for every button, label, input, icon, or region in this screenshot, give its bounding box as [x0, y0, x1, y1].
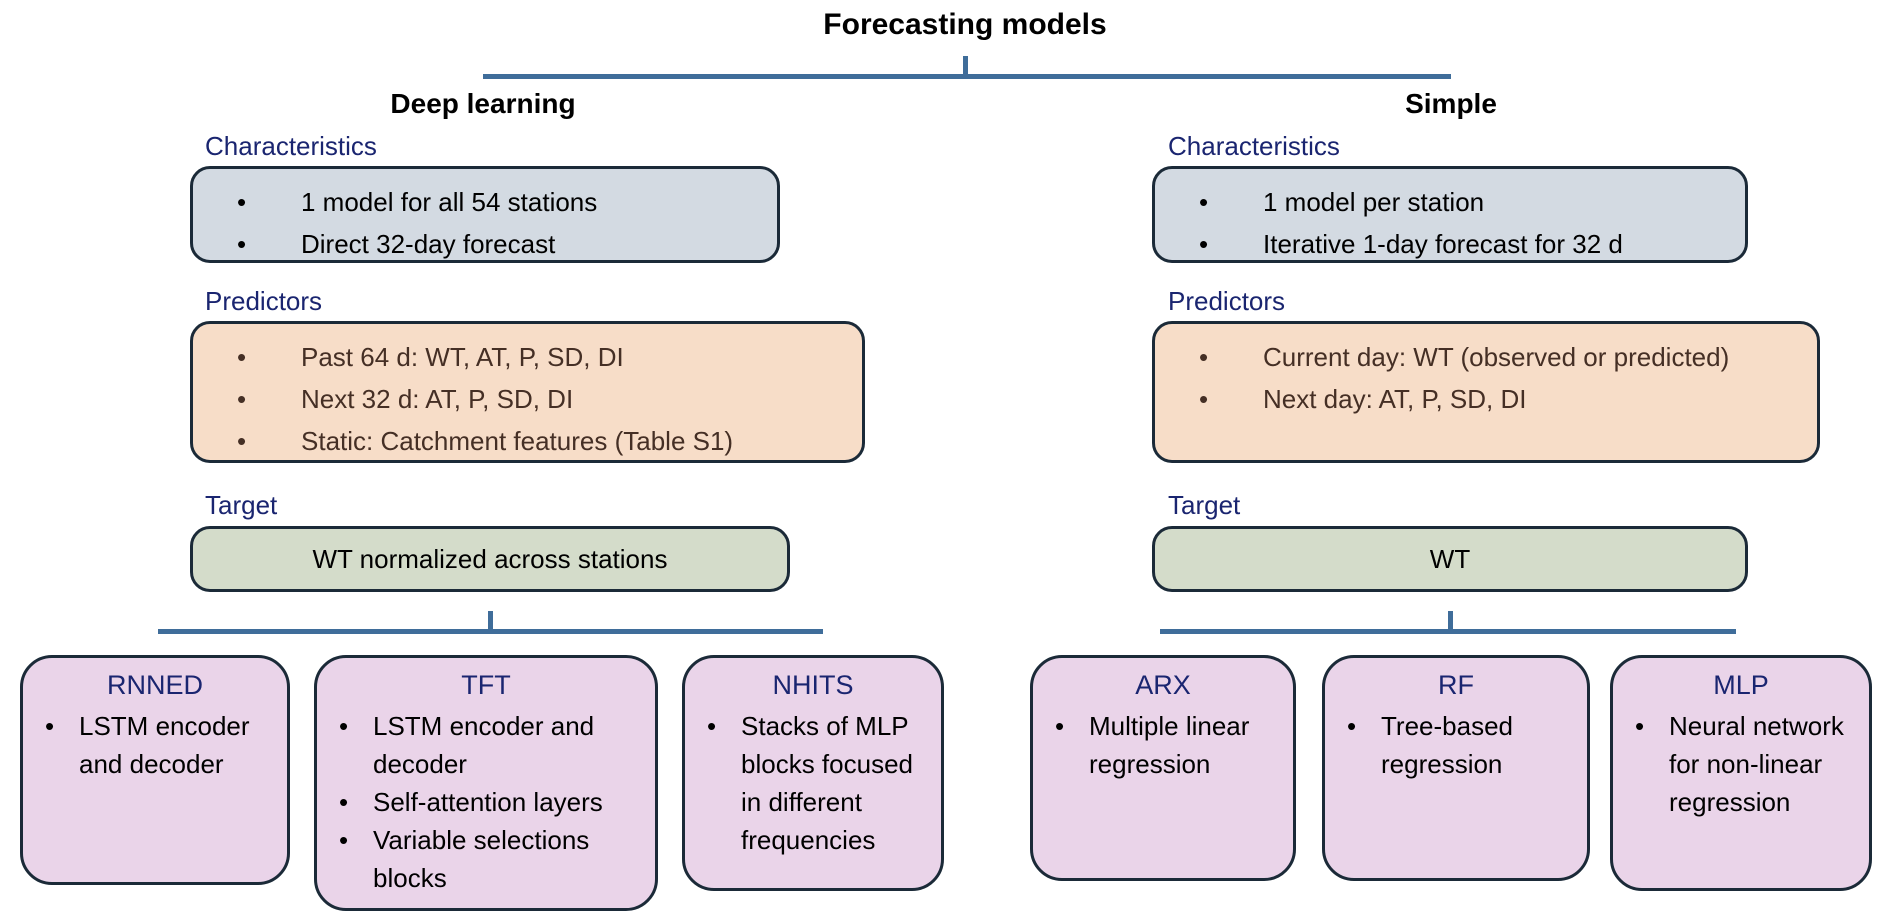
deep-target-value: WT normalized across stations [312, 543, 668, 574]
model-bullet-list: Multiple linear regression [1033, 701, 1293, 789]
simple-characteristics-label: Characteristics [1168, 131, 1340, 161]
bullet-item: Next day: AT, P, SD, DI [1155, 378, 1799, 420]
simple-characteristics-list: 1 model per station Iterative 1-day fore… [1155, 169, 1745, 275]
model-box-nhits: NHITS Stacks of MLP blocks focused in di… [682, 655, 944, 891]
bullet-item: Stacks of MLP blocks focused in differen… [685, 707, 927, 859]
bullet-item: Past 64 d: WT, AT, P, SD, DI [193, 336, 844, 378]
simple-predictors-box: Current day: WT (observed or predicted) … [1152, 321, 1820, 463]
bullet-item: Iterative 1-day forecast for 32 d [1155, 223, 1727, 265]
simple-target-label: Target [1168, 490, 1241, 520]
bullet-item: Direct 32-day forecast [193, 223, 759, 265]
model-box-tft: TFT LSTM encoder and decoder Self-attent… [314, 655, 658, 911]
bullet-item: Tree-based regression [1325, 707, 1573, 783]
model-box-rf: RF Tree-based regression [1322, 655, 1590, 881]
model-title: ARX [1135, 670, 1191, 700]
bullet-item: 1 model per station [1155, 181, 1727, 223]
connector-tick-simple [1448, 611, 1453, 631]
model-bullet-list: Tree-based regression [1325, 701, 1587, 789]
simple-target-value: WT [1429, 543, 1471, 574]
branch-header-deep-learning: Deep learning [390, 88, 576, 119]
bullet-item: Neural network for non-linear regression [1613, 707, 1855, 821]
simple-predictors-label: Predictors [1168, 286, 1286, 316]
deep-predictors-list: Past 64 d: WT, AT, P, SD, DI Next 32 d: … [193, 324, 862, 472]
model-title: RF [1438, 670, 1474, 700]
deep-target-box: WT normalized across stations [190, 526, 790, 592]
deep-target-label: Target [205, 490, 278, 520]
connector-line-simple [1160, 629, 1736, 634]
model-box-arx: ARX Multiple linear regression [1030, 655, 1296, 881]
model-box-mlp: MLP Neural network for non-linear regres… [1610, 655, 1872, 891]
deep-predictors-label: Predictors [205, 286, 323, 316]
model-title: TFT [461, 670, 511, 700]
connector-tick-root [963, 56, 968, 76]
bullet-item: Current day: WT (observed or predicted) [1155, 336, 1799, 378]
connector-tick-deep [488, 611, 493, 631]
model-title: MLP [1713, 670, 1769, 700]
bullet-item: Static: Catchment features (Table S1) [193, 420, 844, 462]
model-bullet-list: LSTM encoder and decoder Self-attention … [317, 701, 655, 903]
bullet-item: Self-attention layers [317, 783, 641, 821]
bullet-item: LSTM encoder and decoder [317, 707, 641, 783]
bullet-item: Variable selections blocks [317, 821, 641, 897]
simple-predictors-list: Current day: WT (observed or predicted) … [1155, 324, 1817, 430]
bullet-item: Next 32 d: AT, P, SD, DI [193, 378, 844, 420]
model-title: RNNED [106, 670, 203, 700]
deep-characteristics-box: 1 model for all 54 stations Direct 32-da… [190, 166, 780, 265]
bullet-item: LSTM encoder and decoder [23, 707, 273, 783]
model-bullet-list: Neural network for non-linear regression [1613, 701, 1869, 827]
model-bullet-list: Stacks of MLP blocks focused in differen… [685, 701, 941, 865]
connector-line-deep [158, 629, 823, 634]
bullet-item: 1 model for all 54 stations [193, 181, 759, 223]
deep-characteristics-list: 1 model for all 54 stations Direct 32-da… [193, 169, 777, 275]
deep-predictors-box: Past 64 d: WT, AT, P, SD, DI Next 32 d: … [190, 321, 865, 463]
bullet-item: Multiple linear regression [1033, 707, 1279, 783]
model-bullet-list: LSTM encoder and decoder [23, 701, 287, 789]
model-title: NHITS [772, 670, 854, 700]
simple-target-box: WT [1152, 526, 1748, 592]
deep-characteristics-label: Characteristics [205, 131, 377, 161]
simple-characteristics-box: 1 model per station Iterative 1-day fore… [1152, 166, 1748, 265]
connector-line-root [483, 74, 1451, 79]
model-box-rnned: RNNED LSTM encoder and decoder [20, 655, 290, 885]
branch-header-simple: Simple [1405, 88, 1497, 119]
diagram-title: Forecasting models [823, 8, 1107, 41]
